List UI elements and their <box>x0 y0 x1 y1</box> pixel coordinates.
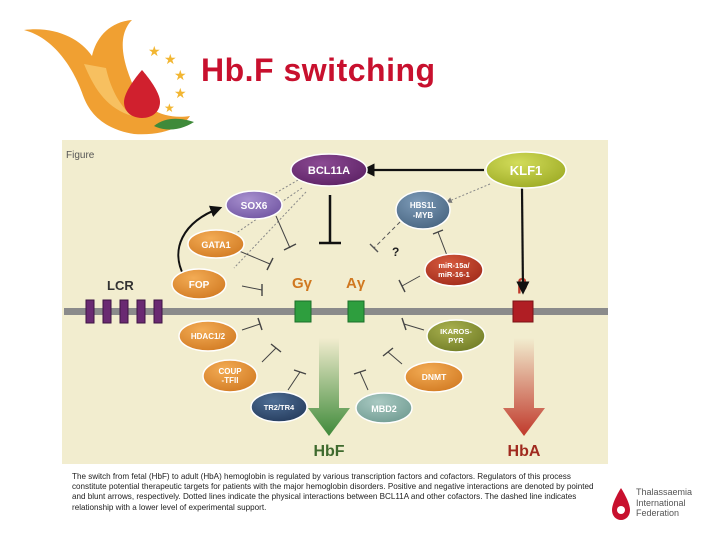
svg-text:★: ★ <box>174 67 187 83</box>
node-hdac-label: HDAC1/2 <box>191 332 226 341</box>
svg-text:★: ★ <box>148 43 161 59</box>
dna-strand <box>64 308 608 315</box>
uncertain-link-label: ? <box>392 245 399 259</box>
node-fop: FOP <box>171 268 227 300</box>
blood-drop-icon <box>124 70 160 118</box>
hbf-switching-diagram: Figure LCR Gγ Aγ β <box>64 150 608 460</box>
gene-beta <box>512 300 534 323</box>
svg-text:★: ★ <box>164 101 175 115</box>
gene-g-gamma <box>294 300 312 323</box>
tif-line-1: Thalassaemia <box>636 487 693 497</box>
node-coup: COUP -TFII <box>202 359 258 393</box>
node-hdac: HDAC1/2 <box>178 320 238 352</box>
node-tr2-tr4: TR2/TR4 <box>250 391 308 423</box>
lcr-label: LCR <box>107 278 134 293</box>
node-ikaros-label-1: IKAROS- <box>440 327 472 336</box>
node-coup-label-1: COUP <box>218 367 242 376</box>
node-dnmt-label: DNMT <box>422 372 447 382</box>
gene-a-gamma-label: Aγ <box>346 275 366 292</box>
node-fop-label: FOP <box>189 280 210 291</box>
leaf-icon <box>154 118 194 130</box>
hba-output-arrow <box>503 338 545 436</box>
node-ikaros: IKAROS- PYR <box>426 319 486 353</box>
svg-text:★: ★ <box>164 51 177 67</box>
figure-label: Figure <box>66 150 95 161</box>
stars-icon: ★ ★ ★ ★ ★ <box>148 43 187 115</box>
node-hbs1l-myb-label-2: -MYB <box>413 211 434 220</box>
tif-line-2: International <box>636 497 686 508</box>
lcr-elements <box>85 299 163 324</box>
gene-g-gamma-label: Gγ <box>292 275 313 292</box>
node-sox6-label: SOX6 <box>241 201 268 212</box>
svg-text:★: ★ <box>174 85 187 101</box>
node-sox6: SOX6 <box>225 190 283 220</box>
node-hbs1l-myb-label-1: HBS1L <box>410 201 436 210</box>
node-gata1: GATA1 <box>187 229 245 259</box>
node-coup-label-2: -TFII <box>222 376 239 385</box>
dove-wing-highlight <box>84 64 132 116</box>
interaction-lines <box>177 163 530 391</box>
node-ikaros-label-2: PYR <box>448 336 464 345</box>
node-klf1-label: KLF1 <box>510 163 543 178</box>
node-hbs1l-myb: HBS1L -MYB <box>395 190 451 230</box>
tif-line-3: Federation <box>636 508 680 518</box>
node-mir-label-2: miR-16-1 <box>438 270 470 279</box>
node-bcl11a: BCL11A <box>290 153 368 187</box>
tif-logo-icon <box>612 488 630 520</box>
node-dnmt: DNMT <box>404 361 464 393</box>
node-gata1-label: GATA1 <box>201 240 230 250</box>
node-mir: miR-15a/ miR-16-1 <box>424 253 484 287</box>
hba-label: HbA <box>508 443 541 460</box>
node-klf1: KLF1 <box>485 151 567 189</box>
slide-title: Hb.F switching <box>201 52 436 88</box>
node-tr2-tr4-label: TR2/TR4 <box>264 403 295 412</box>
gene-a-gamma <box>347 300 365 323</box>
dove-logo: ★ ★ ★ ★ ★ <box>24 20 194 135</box>
hbf-output-arrow <box>308 338 350 436</box>
node-bcl11a-label: BCL11A <box>308 165 350 177</box>
figure-caption: The switch from fetal (HbF) to adult (Hb… <box>72 472 594 512</box>
node-mbd2: MBD2 <box>355 392 413 424</box>
node-mbd2-label: MBD2 <box>371 404 397 414</box>
hbf-label: HbF <box>313 443 344 460</box>
node-mir-label-1: miR-15a/ <box>438 261 470 270</box>
tif-logo-text: Thalassaemia International Federation <box>636 487 692 519</box>
